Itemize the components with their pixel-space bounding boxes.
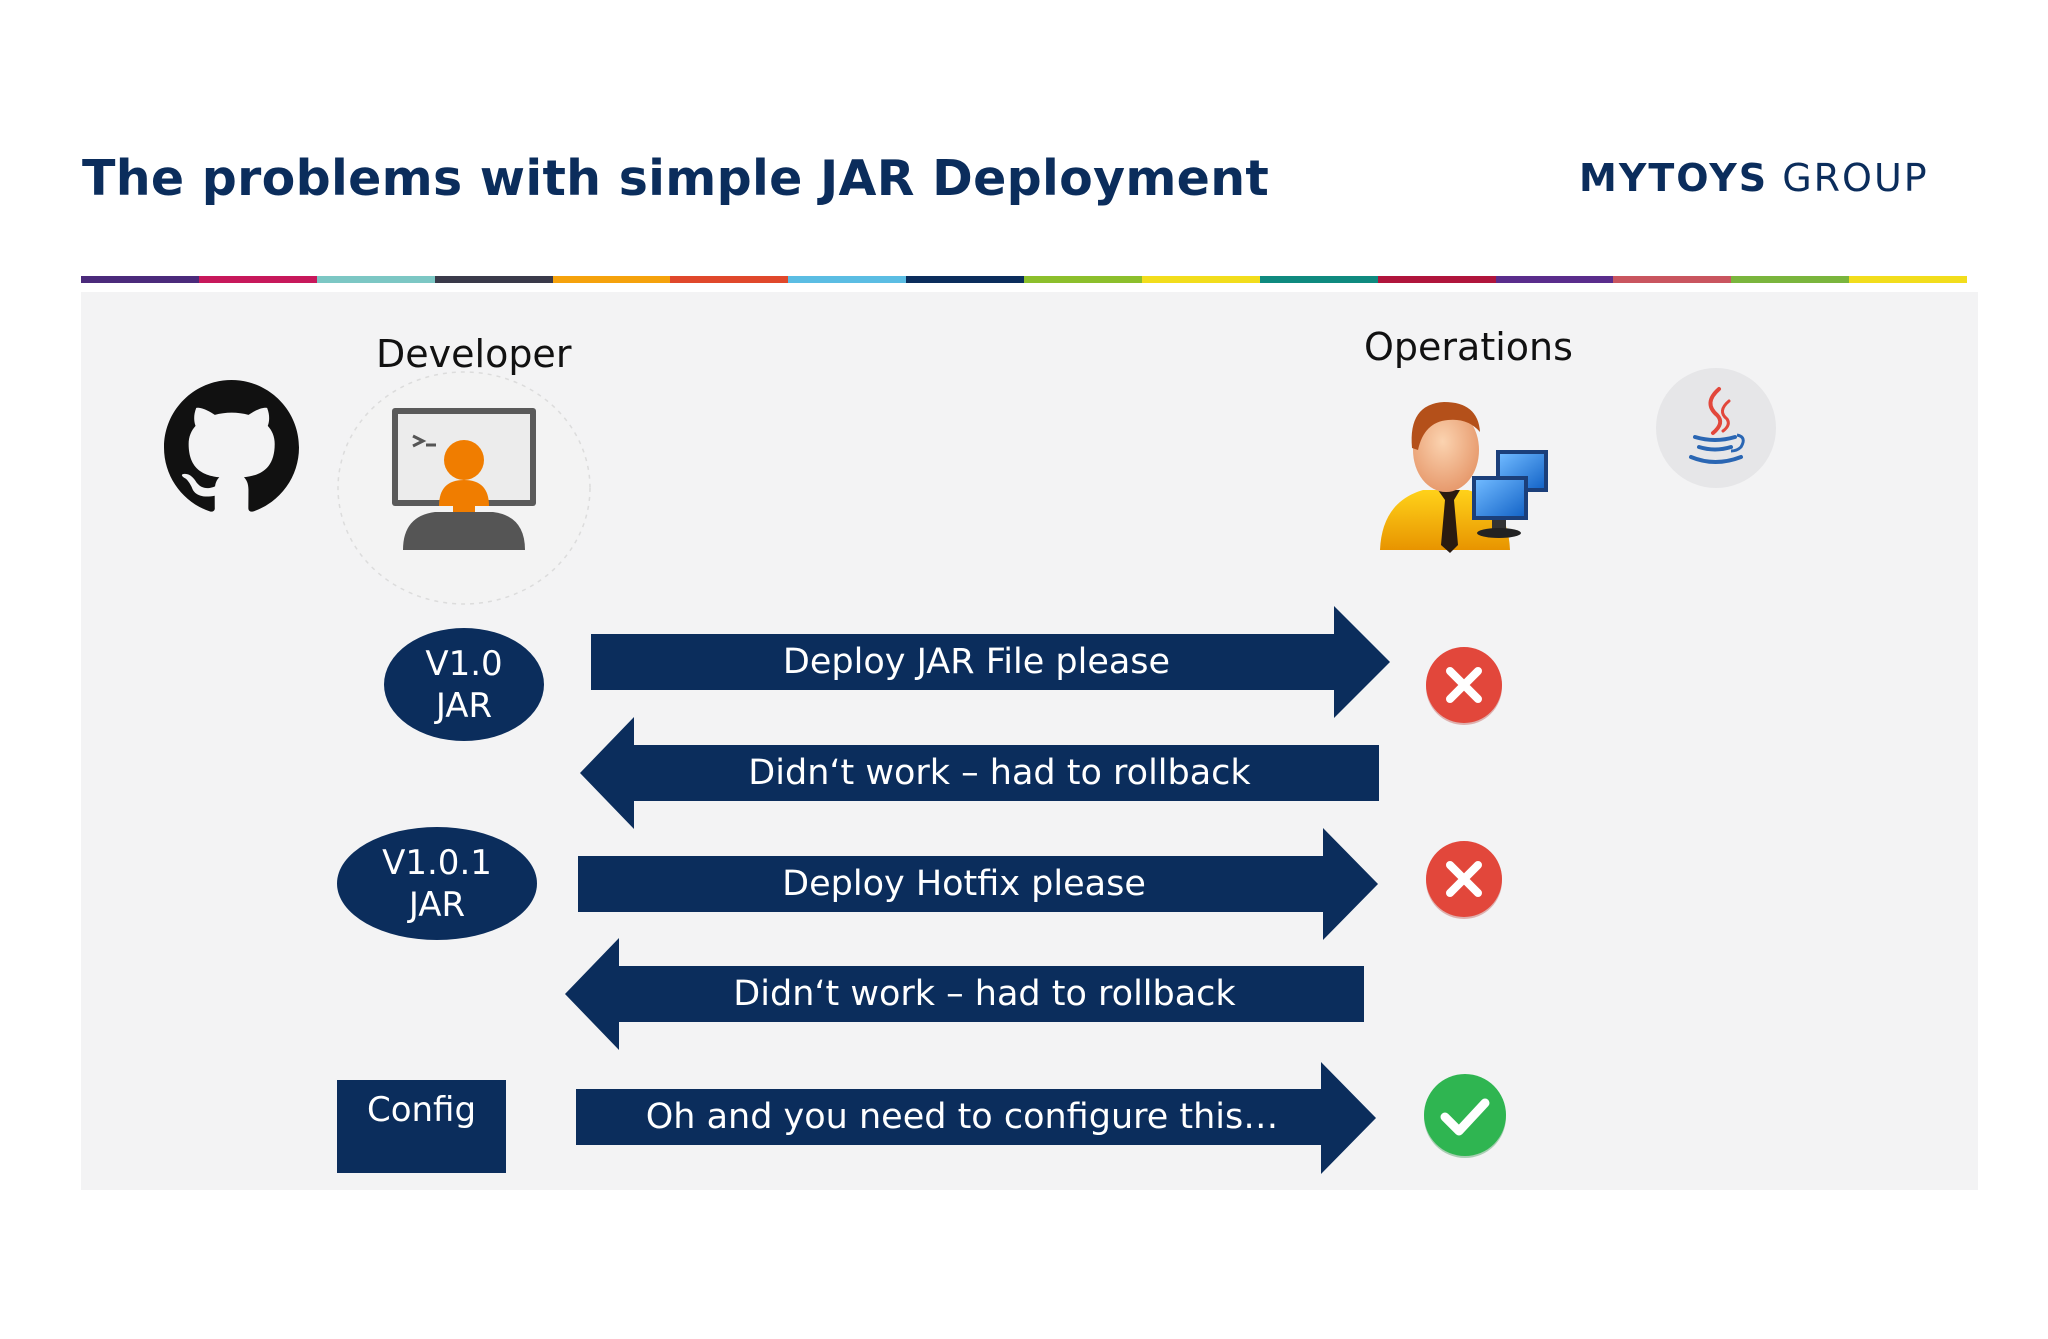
fail-x-icon (1426, 841, 1502, 919)
jar-v1-0-1-badge: V1.0.1 JAR (337, 827, 537, 940)
jar-v1-0-type: JAR (435, 685, 493, 726)
developer-terminal-icon (337, 371, 591, 605)
arrow-right-shape (576, 1062, 1376, 1174)
company-logo: MYTOYS GROUP (1579, 156, 1929, 200)
stripe-segment (1849, 276, 1967, 283)
stripe-segment (906, 276, 1024, 283)
arrow-right-shape (591, 606, 1390, 718)
stripe-segment (316, 276, 435, 283)
stripe-segment (1024, 276, 1142, 283)
stripe-segment (198, 276, 317, 283)
success-check-icon (1424, 1074, 1506, 1158)
arrow-left-shape (580, 717, 1379, 829)
stripe-segment (1613, 276, 1732, 283)
jar-v1-0-1-version: V1.0.1 (382, 842, 492, 883)
developer-label: Developer (376, 332, 572, 376)
message-arrow-deploy-jar: Deploy JAR File please (591, 606, 1390, 718)
color-stripe (81, 276, 1967, 283)
stripe-segment (1259, 276, 1378, 283)
stripe-segment (1495, 276, 1614, 283)
java-icon (1656, 368, 1776, 488)
github-icon (164, 380, 299, 512)
message-arrow-configure: Oh and you need to configure this… (576, 1062, 1376, 1174)
message-arrow-rollback-1: Didn‘t work – had to rollback (580, 717, 1379, 829)
jar-v1-0-version: V1.0 (425, 643, 503, 684)
arrow-left-shape (565, 938, 1364, 1050)
message-text: Didn‘t work – had to rollback (733, 974, 1236, 1014)
logo-bold-text: MYTOYS (1579, 156, 1769, 200)
operations-admin-icon (1380, 402, 1548, 553)
stripe-segment (434, 276, 553, 283)
message-text: Didn‘t work – had to rollback (748, 753, 1251, 793)
stripe-segment (1731, 276, 1850, 283)
message-text: Oh and you need to configure this… (645, 1097, 1279, 1137)
arrow-right-shape (578, 828, 1378, 940)
stripe-segment (1141, 276, 1260, 283)
message-arrow-deploy-hotfix: Deploy Hotfix please (578, 828, 1378, 940)
config-box: Config (337, 1080, 506, 1173)
fail-x-icon (1426, 647, 1502, 725)
operations-label: Operations (1364, 325, 1573, 369)
message-text: Deploy Hotfix please (782, 864, 1146, 904)
stripe-segment (81, 276, 199, 283)
stripe-segment (552, 276, 671, 283)
stripe-segment (788, 276, 907, 283)
jar-v1-0-badge: V1.0 JAR (384, 628, 544, 741)
stripe-segment (670, 276, 789, 283)
logo-regular-text: GROUP (1782, 156, 1929, 200)
stripe-segment (1377, 276, 1496, 283)
message-arrow-rollback-2: Didn‘t work – had to rollback (565, 938, 1364, 1050)
page-title: The problems with simple JAR Deployment (82, 150, 1270, 207)
jar-v1-0-1-type: JAR (408, 884, 466, 925)
message-text: Deploy JAR File please (782, 642, 1171, 682)
